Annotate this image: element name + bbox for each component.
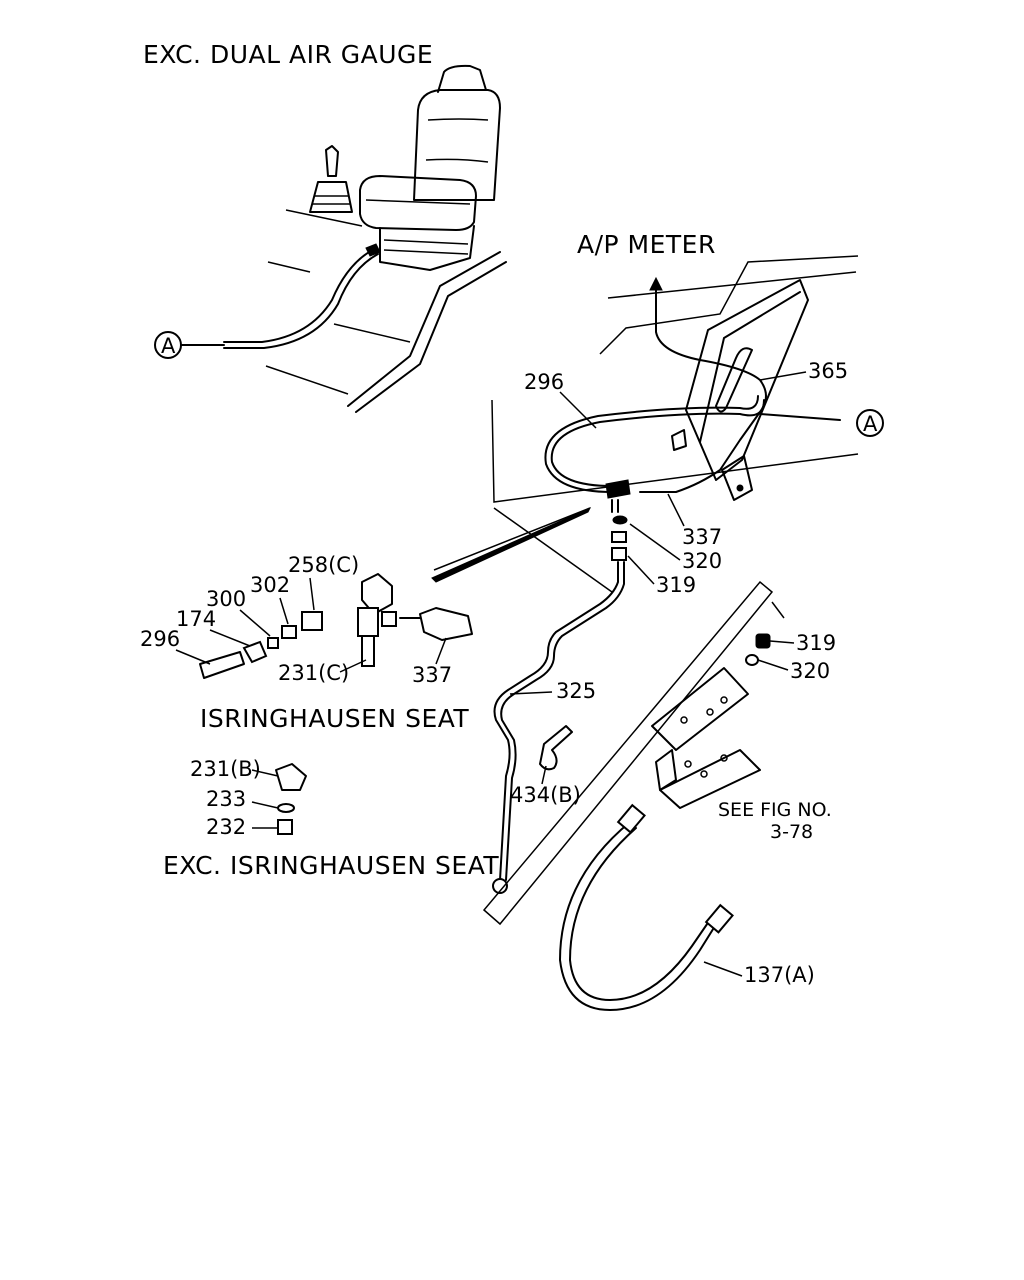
callout-434b: 434(B) xyxy=(510,783,581,807)
callout-337-left: 337 xyxy=(412,663,452,687)
callout-337-top: 337 xyxy=(682,525,722,549)
leader-434b xyxy=(541,765,547,785)
seat-illustration xyxy=(223,64,507,413)
frame-hose-illustration xyxy=(482,580,785,1011)
cab-panel-illustration xyxy=(431,255,859,894)
callout-319-top: 319 xyxy=(656,573,696,597)
leader-302 xyxy=(279,597,289,625)
leader-258c xyxy=(309,577,315,611)
leader-325 xyxy=(509,691,553,695)
leader-319-top xyxy=(627,555,655,585)
title-exc-isringhausen-seat: EXC. ISRINGHAUSEN SEAT xyxy=(163,851,499,880)
callout-circle-a-right xyxy=(856,409,884,437)
callout-296-left: 296 xyxy=(140,627,180,651)
callout-232: 232 xyxy=(206,815,246,839)
leader-319-right xyxy=(769,640,795,644)
callout-300: 300 xyxy=(206,587,246,611)
callout-319-right: 319 xyxy=(796,631,836,655)
leader-300 xyxy=(239,609,271,637)
leader-231c xyxy=(339,659,367,673)
leader-320-top xyxy=(629,523,681,561)
label-see-fig: SEE FIG NO. xyxy=(718,799,832,821)
leader-231b xyxy=(251,769,279,777)
label-see-fig-number: 3-78 xyxy=(770,821,813,843)
leader-296-left xyxy=(175,649,211,665)
title-isringhausen-seat: ISRINGHAUSEN SEAT xyxy=(200,704,469,733)
leader-174 xyxy=(209,629,251,647)
callout-233: 233 xyxy=(206,787,246,811)
callout-231b: 231(B) xyxy=(190,757,261,781)
leader-337-top xyxy=(667,493,685,527)
title-exc-dual-air-gauge: EXC. DUAL AIR GAUGE xyxy=(143,40,433,69)
leader-337-left xyxy=(435,637,447,665)
callout-296-top: 296 xyxy=(524,370,564,394)
leader-233 xyxy=(251,801,279,809)
callout-365: 365 xyxy=(808,359,848,383)
callout-174: 174 xyxy=(176,607,216,631)
isringhausen-fittings xyxy=(199,573,473,679)
leader-320-right xyxy=(757,659,789,671)
callout-137a: 137(A) xyxy=(744,963,815,987)
leader-365 xyxy=(759,371,807,381)
callout-a-right: A xyxy=(863,412,878,436)
callout-231c: 231(C) xyxy=(278,661,349,685)
callout-320-top: 320 xyxy=(682,549,722,573)
callout-325: 325 xyxy=(556,679,596,703)
leader-296-top xyxy=(559,391,597,429)
callout-302: 302 xyxy=(250,573,290,597)
leader-137a xyxy=(703,961,743,977)
callout-a-left: A xyxy=(161,334,176,358)
exc-isringhausen-fittings xyxy=(275,763,307,835)
callout-258c: 258(C) xyxy=(288,553,359,577)
label-ap-meter: A/P METER xyxy=(577,230,716,259)
callout-320-right: 320 xyxy=(790,659,830,683)
